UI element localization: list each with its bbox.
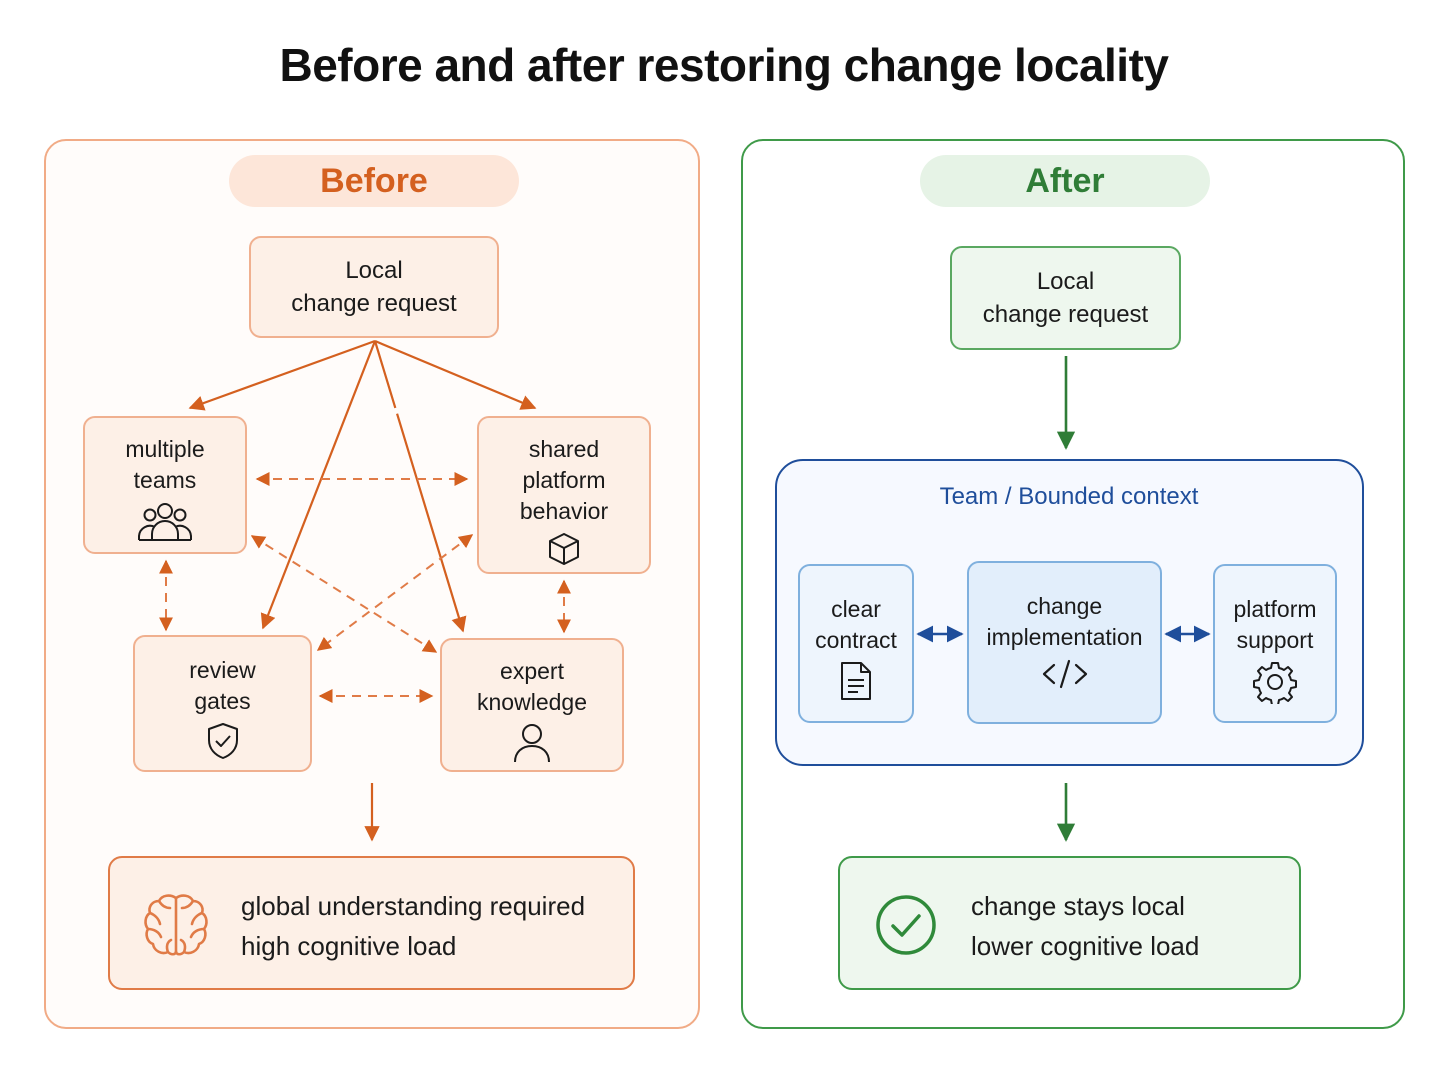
- node-label-line1: multiple: [125, 436, 205, 462]
- brain-icon: [144, 894, 208, 956]
- clear-contract-node: clear contract: [798, 564, 914, 723]
- after-label: After: [920, 155, 1210, 207]
- node-label-line2: implementation: [986, 624, 1143, 650]
- node-label-line2: change request: [982, 301, 1149, 328]
- cube-icon: [549, 533, 579, 565]
- platform-support-node: platform support: [1213, 564, 1337, 723]
- arrow-request-to-teams: [188, 339, 376, 411]
- node-label-line2: gates: [194, 688, 251, 714]
- node-label-line2: support: [1236, 627, 1314, 653]
- node-label-line1: review: [189, 657, 256, 683]
- node-label-line2: teams: [133, 467, 197, 493]
- result-line2: high cognitive load: [241, 931, 457, 961]
- document-icon: [841, 662, 871, 700]
- node-label-line1: Local: [345, 257, 403, 284]
- node-label-line3: behavior: [519, 498, 609, 524]
- node-label-line1: change: [1026, 593, 1103, 619]
- link-teams-expert: [250, 535, 438, 653]
- before-change-request-node: Local change request: [249, 236, 499, 338]
- result-line1: change stays local: [971, 891, 1185, 921]
- after-result-box: change stays local lower cognitive load: [838, 856, 1301, 990]
- shared-platform-behavior-node: shared platform behavior: [477, 416, 651, 574]
- code-icon: [1042, 659, 1087, 689]
- arrow-request-to-platform: [374, 339, 537, 410]
- node-label-line1: Local: [1036, 268, 1095, 295]
- node-label-line2: platform: [522, 467, 606, 493]
- before-result-box: global understanding required high cogni…: [108, 856, 635, 990]
- page-title: Before and after restoring change locali…: [279, 39, 1169, 91]
- node-label-line1: shared: [528, 436, 600, 462]
- before-label: Before: [229, 155, 519, 207]
- node-label-line2: knowledge: [477, 689, 587, 715]
- multiple-teams-node: multiple teams: [83, 416, 247, 554]
- arrow-request-to-expert: [373, 340, 467, 633]
- result-line1: global understanding required: [241, 891, 586, 921]
- link-platform-review: [316, 534, 474, 651]
- context-title: Team / Bounded context: [939, 483, 1199, 510]
- node-label-line1: clear: [831, 596, 881, 622]
- expert-knowledge-node: expert knowledge: [440, 638, 624, 772]
- node-label-line2: change request: [291, 290, 457, 317]
- change-implementation-node: change implementation: [967, 561, 1162, 724]
- review-gates-node: review gates: [133, 635, 312, 772]
- node-label-line1: platform: [1233, 596, 1317, 622]
- result-line2: lower cognitive load: [971, 931, 1200, 961]
- person-icon: [514, 724, 550, 763]
- check-circle-icon: [876, 895, 936, 955]
- people-icon: [138, 503, 192, 541]
- node-label-line2: contract: [815, 627, 897, 653]
- arrow-request-to-review: [260, 340, 377, 630]
- node-label-line1: expert: [500, 658, 564, 684]
- shield-check-icon: [207, 723, 238, 759]
- after-change-request-node: Local change request: [950, 246, 1181, 350]
- gear-icon: [1253, 662, 1297, 704]
